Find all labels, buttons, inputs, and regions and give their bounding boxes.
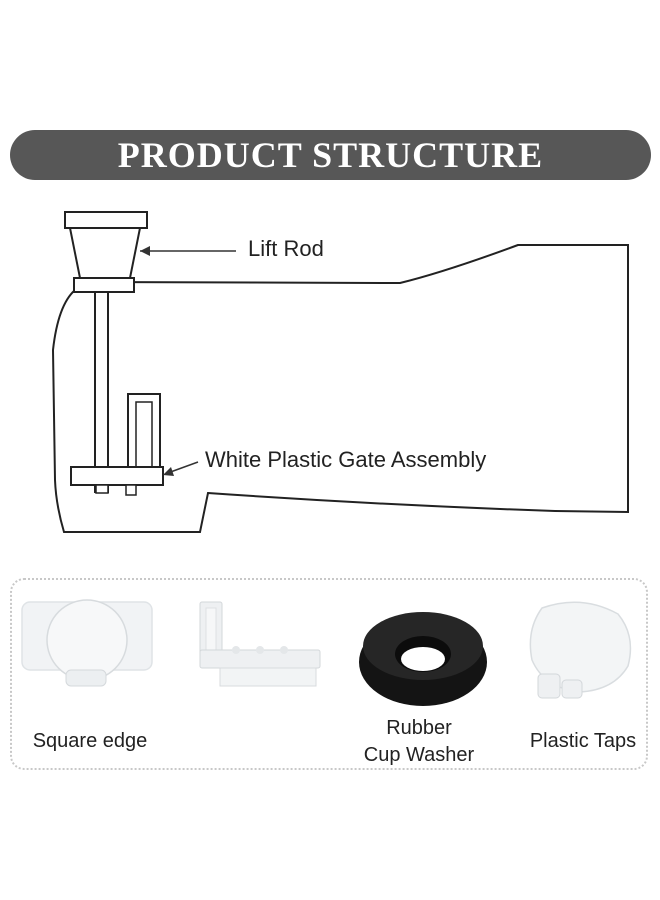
gate-assembly-label: White Plastic Gate Assembly: [205, 447, 487, 472]
lift-rod-shaft: [94, 291, 109, 493]
spout-body-outline: [51, 244, 629, 533]
lift-rod-collar: [73, 277, 135, 293]
part-label-plastic-taps: Plastic Taps: [529, 730, 637, 752]
spout-diagram: [51, 211, 629, 533]
lift-rod-cone: [68, 227, 142, 279]
part-label-square-edge: Square edge: [32, 730, 148, 752]
square-edge-part-icon: [21, 599, 153, 687]
gate-bar: [70, 466, 164, 486]
lift-rod-cap: [64, 211, 148, 229]
lift-rod-label: Lift Rod: [248, 236, 324, 261]
title-banner: PRODUCT STRUCTURE: [10, 130, 651, 180]
gate-assembly-part-icon: [199, 601, 321, 687]
part-label-rubber: Rubber: [386, 717, 452, 739]
plastic-tap-part-icon: [529, 601, 632, 699]
gate-plate: [127, 393, 161, 477]
banner-title: PRODUCT STRUCTURE: [117, 135, 544, 175]
part-label-cup-washer: Cup Washer: [363, 744, 475, 766]
rubber-cup-washer-icon: [359, 612, 487, 706]
parts-panel: [10, 578, 648, 770]
